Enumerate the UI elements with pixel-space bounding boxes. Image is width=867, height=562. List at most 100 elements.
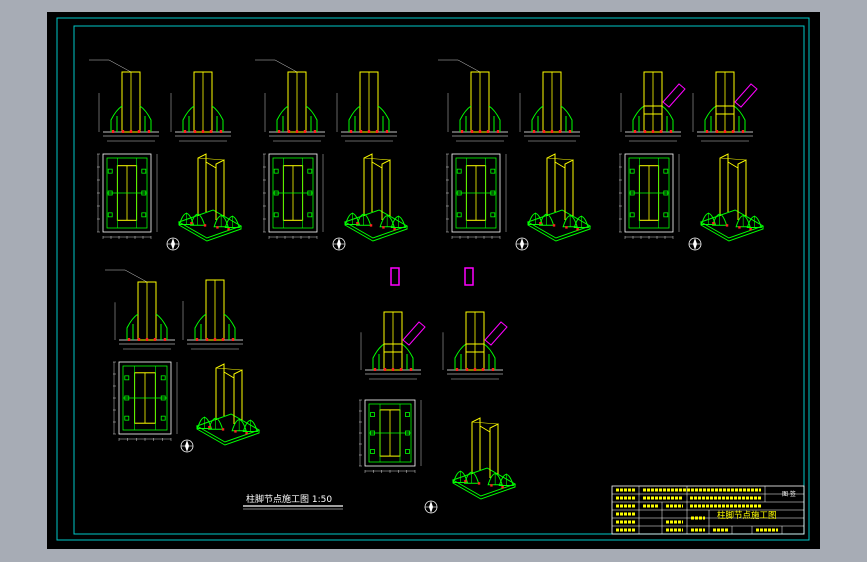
iso-stiffener — [573, 215, 590, 228]
anchor-bolt — [163, 338, 167, 341]
iso-anchor — [539, 222, 542, 225]
stiffener-right — [211, 105, 224, 132]
baseplate-plan — [268, 153, 318, 233]
anchor-bolt — [455, 368, 459, 371]
splice-plate — [643, 105, 663, 115]
anchor-bolt — [741, 130, 745, 133]
anchor-bolt — [221, 338, 225, 341]
iso-flange-right — [489, 423, 499, 478]
stiffener-right — [139, 105, 152, 132]
detail-group-1 — [89, 59, 243, 251]
iso-stiffener — [498, 473, 515, 486]
north-arrow-head — [185, 440, 189, 452]
anchor-hole — [629, 168, 635, 174]
stiffener-right — [223, 313, 236, 340]
iso-web — [554, 161, 566, 169]
anchor-bolt — [399, 368, 403, 371]
iso-flange-right — [233, 369, 243, 424]
anchor-bolt — [659, 130, 663, 133]
north-arrow-head — [693, 238, 697, 250]
iso-flange-right — [381, 159, 391, 220]
anchor-hole — [141, 212, 147, 218]
stiffener-right — [661, 105, 674, 132]
baseplate-plan — [364, 399, 416, 467]
anchor-bolt — [460, 130, 464, 133]
anchor-bolt — [391, 368, 395, 371]
iso-anchor — [490, 484, 493, 487]
iso-anchor — [221, 428, 225, 431]
north-arrow-head — [520, 238, 524, 250]
anchor-hole — [141, 168, 147, 174]
iso-anchor — [382, 226, 385, 229]
iso-stiffener — [224, 215, 241, 228]
anchor-bolt — [111, 130, 115, 133]
iso-top — [471, 421, 499, 425]
anchor-hole — [663, 212, 669, 218]
anchor-bolt — [201, 130, 205, 133]
iso-flange-right — [564, 159, 574, 220]
anchor-hole — [124, 415, 130, 421]
iso-stiffener — [178, 212, 195, 225]
iso-anchor — [501, 486, 504, 489]
iso-anchor — [552, 224, 556, 227]
anchor-bolt — [137, 338, 141, 341]
anchor-bolt — [385, 130, 389, 133]
anchor-hole — [405, 430, 410, 436]
anchor-bolt — [470, 130, 474, 133]
anchor-bolt — [213, 338, 217, 341]
anchor-hole — [273, 190, 279, 196]
iso-anchor — [477, 482, 481, 485]
iso-anchor — [464, 480, 467, 483]
anchor-bolt — [542, 130, 546, 133]
iso-flange-right — [215, 159, 225, 220]
anchor-hole — [141, 190, 147, 196]
anchor-hole — [160, 395, 166, 401]
iso-flange-left — [197, 153, 207, 216]
anchor-bolt — [137, 130, 141, 133]
leader-line — [124, 269, 148, 283]
anchor-hole — [307, 168, 313, 174]
anchor-bolt — [473, 368, 477, 371]
baseplate-plan — [451, 153, 501, 233]
anchor-bolt — [481, 368, 485, 371]
anchor-bolt — [375, 130, 379, 133]
stiffener-left — [276, 105, 289, 132]
iso-anchor — [369, 224, 373, 227]
iso-stiffener — [390, 215, 407, 228]
anchor-bolt — [231, 338, 235, 341]
detail-group-5 — [105, 269, 261, 453]
north-arrow-head — [429, 501, 433, 513]
iso-flange-left — [471, 417, 481, 474]
north-arrow-head — [171, 238, 175, 250]
iso-stiffener — [344, 212, 361, 225]
iso-anchor — [749, 228, 752, 231]
iso-anchor — [356, 222, 359, 225]
brace-member — [484, 321, 508, 346]
iso-top — [215, 367, 243, 371]
anchor-bolt — [633, 130, 637, 133]
anchor-hole — [370, 449, 375, 454]
anchor-bolt — [715, 130, 719, 133]
anchor-hole — [307, 190, 313, 196]
stiffener-right — [401, 343, 414, 370]
anchor-hole — [663, 190, 669, 196]
leader-line — [457, 59, 481, 73]
detail-group-3 — [438, 59, 592, 251]
anchor-hole — [629, 212, 635, 218]
outer-frame — [56, 17, 810, 541]
anchor-bolt — [643, 130, 647, 133]
anchor-bolt — [367, 130, 371, 133]
anchor-bolt — [129, 130, 133, 133]
iso-anchor — [576, 228, 579, 231]
iso-web — [205, 161, 217, 169]
iso-baseplate-edge — [452, 480, 516, 500]
drawing-name: 柱脚节点施工图 — [717, 510, 777, 521]
iso-stiffener — [452, 470, 469, 483]
anchor-hole — [124, 375, 130, 381]
anchor-hole — [456, 212, 462, 218]
anchor-bolt — [287, 130, 291, 133]
anchor-hole — [663, 168, 669, 174]
anchor-hole — [405, 449, 410, 454]
drawing-sheet[interactable]: 柱脚节点施工图 1:50 — [47, 12, 820, 549]
